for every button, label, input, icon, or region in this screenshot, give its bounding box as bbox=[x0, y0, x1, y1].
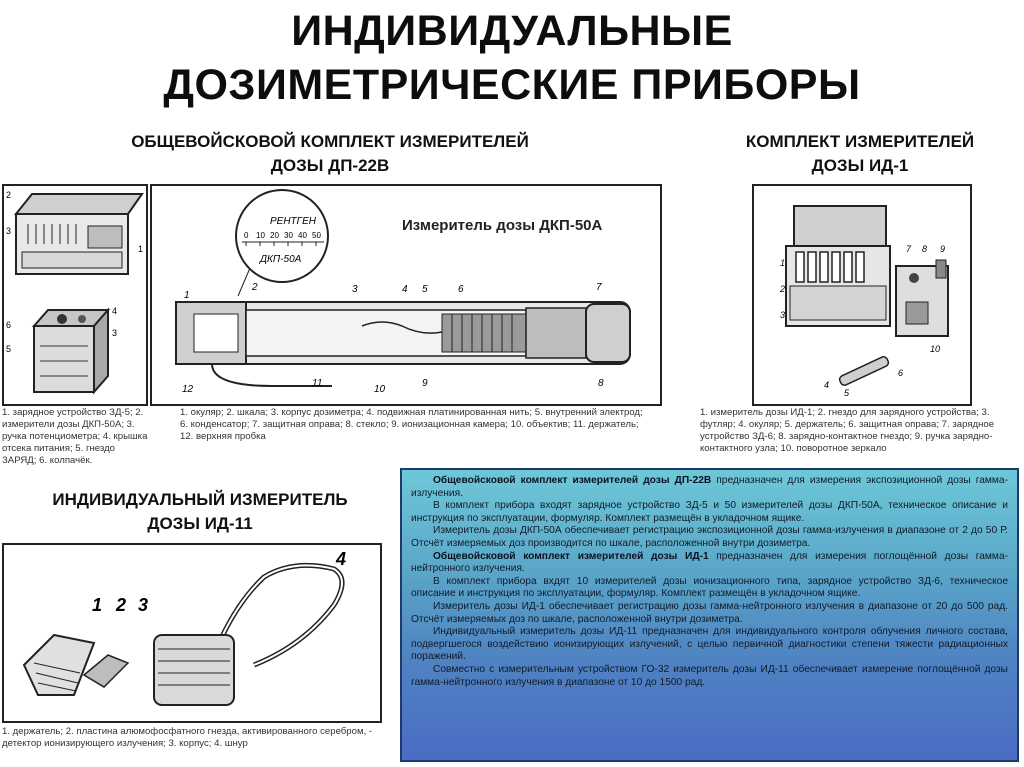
svg-text:4: 4 bbox=[824, 380, 829, 390]
svg-text:20: 20 bbox=[270, 231, 279, 240]
svg-text:5: 5 bbox=[844, 388, 850, 398]
title-line-1: ИНДИВИДУАЛЬНЫЕ bbox=[291, 7, 733, 55]
info-paragraph: Измеритель дозы ДКП-50А обеспечивает рег… bbox=[411, 525, 1008, 550]
svg-text:12: 12 bbox=[182, 384, 194, 395]
dkp50a-caption: 1. окуляр; 2. шкала; 3. корпус дозиметра… bbox=[180, 407, 643, 442]
info-paragraph: Измеритель дозы ИД-1 обеспечивает регист… bbox=[411, 601, 1008, 626]
info-paragraph-text: В комплект прибора входят зарядное устро… bbox=[411, 500, 1008, 524]
info-paragraph: Общевойсковой комплект измерителей дозы … bbox=[411, 551, 1008, 576]
info-paragraph-text: Измеритель дозы ДКП-50А обеспечивает рег… bbox=[411, 525, 1008, 549]
svg-text:4: 4 bbox=[402, 284, 408, 295]
dp22v-heading: ОБЩЕВОЙСКОВОЙ КОМПЛЕКТ ИЗМЕРИТЕЛЕЙ ДОЗЫ … bbox=[60, 130, 600, 178]
dkp50a-label: Измеритель дозы ДКП-50А bbox=[402, 217, 603, 234]
dp22v-charger-figure: 2 3 1 6 5 4 3 bbox=[2, 184, 148, 406]
id11-caption: 1. держатель; 2. пластина алюмофосфатног… bbox=[2, 726, 373, 749]
svg-text:4: 4 bbox=[335, 549, 346, 569]
scale-ticks: 0 10 20 30 40 50 bbox=[244, 231, 321, 240]
svg-text:50: 50 bbox=[312, 231, 321, 240]
svg-text:1: 1 bbox=[184, 290, 190, 301]
id1-caption: 1. измеритель дозы ИД-1; 2. гнездо для з… bbox=[700, 407, 995, 454]
charger-illustration: 2 3 1 6 5 4 3 bbox=[6, 190, 144, 395]
dp22v-heading-line-1: ОБЩЕВОЙСКОВОЙ КОМПЛЕКТ ИЗМЕРИТЕЛЕЙ bbox=[131, 132, 529, 151]
svg-text:2: 2 bbox=[779, 284, 785, 294]
callout-2: 2 bbox=[6, 190, 11, 200]
svg-text:6: 6 bbox=[898, 368, 903, 378]
id11-heading-line-1: ИНДИВИДУАЛЬНЫЙ ИЗМЕРИТЕЛЬ bbox=[52, 490, 348, 509]
callout-1: 1 bbox=[138, 244, 143, 254]
svg-text:3: 3 bbox=[780, 310, 785, 320]
info-paragraph-text: Измеритель дозы ИД-1 обеспечивает регист… bbox=[411, 600, 1008, 625]
info-paragraph: В комплект прибора входят зарядное устро… bbox=[411, 500, 1008, 525]
svg-text:8: 8 bbox=[922, 244, 927, 254]
info-paragraph: Общевойсковой комплект измерителей дозы … bbox=[411, 475, 1008, 500]
dp22v-heading-line-2: ДОЗЫ ДП-22В bbox=[270, 156, 390, 175]
dkp50a-figure: РЕНТГЕН 0 10 20 30 40 50 ДКП-50А Измеритель … bbox=[150, 184, 662, 406]
svg-text:5: 5 bbox=[422, 284, 428, 295]
id11-heading: ИНДИВИДУАЛЬНЫЙ ИЗМЕРИТЕЛЬ ДОЗЫ ИД-11 bbox=[0, 488, 400, 536]
svg-text:9: 9 bbox=[422, 378, 428, 389]
title-line-2: ДОЗИМЕТРИЧЕСКИЕ ПРИБОРЫ bbox=[163, 61, 861, 109]
id11-heading-line-2: ДОЗЫ ИД-11 bbox=[147, 514, 253, 533]
svg-text:3: 3 bbox=[352, 284, 358, 295]
svg-text:11: 11 bbox=[312, 378, 322, 389]
svg-text:7: 7 bbox=[906, 244, 912, 254]
callout-3b: 3 bbox=[112, 328, 117, 338]
svg-text:6: 6 bbox=[458, 284, 464, 295]
svg-text:10: 10 bbox=[256, 231, 265, 240]
svg-text:1: 1 bbox=[780, 258, 785, 268]
id1-heading-line-2: ДОЗЫ ИД-1 bbox=[811, 156, 909, 175]
info-paragraph-text: предназначен для измерения поглощённой д… bbox=[411, 550, 1008, 575]
info-panel: Общевойсковой комплект измерителей дозы … bbox=[400, 468, 1019, 762]
callout-3: 3 bbox=[6, 226, 11, 236]
info-paragraph-text: Индивидуальный измеритель дозы ИД-11 пре… bbox=[411, 626, 1008, 663]
callout-6: 6 bbox=[6, 320, 11, 330]
svg-text:10: 10 bbox=[930, 344, 940, 354]
scale-unit-label: РЕНТГЕН bbox=[270, 216, 317, 227]
svg-text:10: 10 bbox=[374, 384, 386, 395]
charger-caption: 1. зарядное устройство ЗД-5; 2. измерите… bbox=[2, 407, 148, 466]
dkp50a-illustration: РЕНТГЕН 0 10 20 30 40 50 ДКП-50А Измеритель … bbox=[175, 189, 631, 395]
scale-model-label: ДКП-50А bbox=[259, 254, 302, 265]
id1-heading-line-1: КОМПЛЕКТ ИЗМЕРИТЕЛЕЙ bbox=[745, 132, 975, 151]
callout-4: 4 bbox=[112, 306, 117, 316]
svg-text:1: 1 bbox=[92, 595, 102, 615]
svg-text:9: 9 bbox=[940, 244, 945, 254]
callout-5: 5 bbox=[6, 344, 11, 354]
svg-text:40: 40 bbox=[298, 231, 307, 240]
info-paragraph-bold: Общевойсковой комплект измерителей дозы … bbox=[433, 475, 712, 486]
id1-heading: КОМПЛЕКТ ИЗМЕРИТЕЛЕЙ ДОЗЫ ИД-1 bbox=[700, 130, 1020, 178]
svg-text:0: 0 bbox=[244, 231, 249, 240]
info-paragraph: В комплект прибора вхдят 10 измерителей … bbox=[411, 576, 1008, 601]
svg-text:2: 2 bbox=[251, 282, 258, 293]
svg-text:7: 7 bbox=[596, 282, 602, 293]
svg-text:2: 2 bbox=[115, 595, 126, 615]
page-title: ИНДИВИДУАЛЬНЫЕ ДОЗИМЕТРИЧЕСКИЕ ПРИБОРЫ bbox=[0, 4, 1024, 112]
svg-text:8: 8 bbox=[598, 378, 604, 389]
info-paragraph-text: предназначен для измерения экспозиционно… bbox=[411, 475, 1008, 499]
svg-text:3: 3 bbox=[138, 595, 148, 615]
info-paragraph-bold: Общевойсковой комплект измерителей дозы … bbox=[433, 550, 709, 562]
info-paragraph: Индивидуальный измеритель дозы ИД-11 пре… bbox=[411, 626, 1008, 664]
info-paragraph: Совместно с измерительным устройством ГО… bbox=[411, 664, 1008, 689]
info-paragraph-text: В комплект прибора вхдят 10 измерителей … bbox=[411, 575, 1008, 600]
svg-text:30: 30 bbox=[284, 231, 293, 240]
info-body: Общевойсковой комплект измерителей дозы … bbox=[411, 475, 1008, 689]
info-paragraph-text: Совместно с измерительным устройством ГО… bbox=[411, 663, 1008, 688]
